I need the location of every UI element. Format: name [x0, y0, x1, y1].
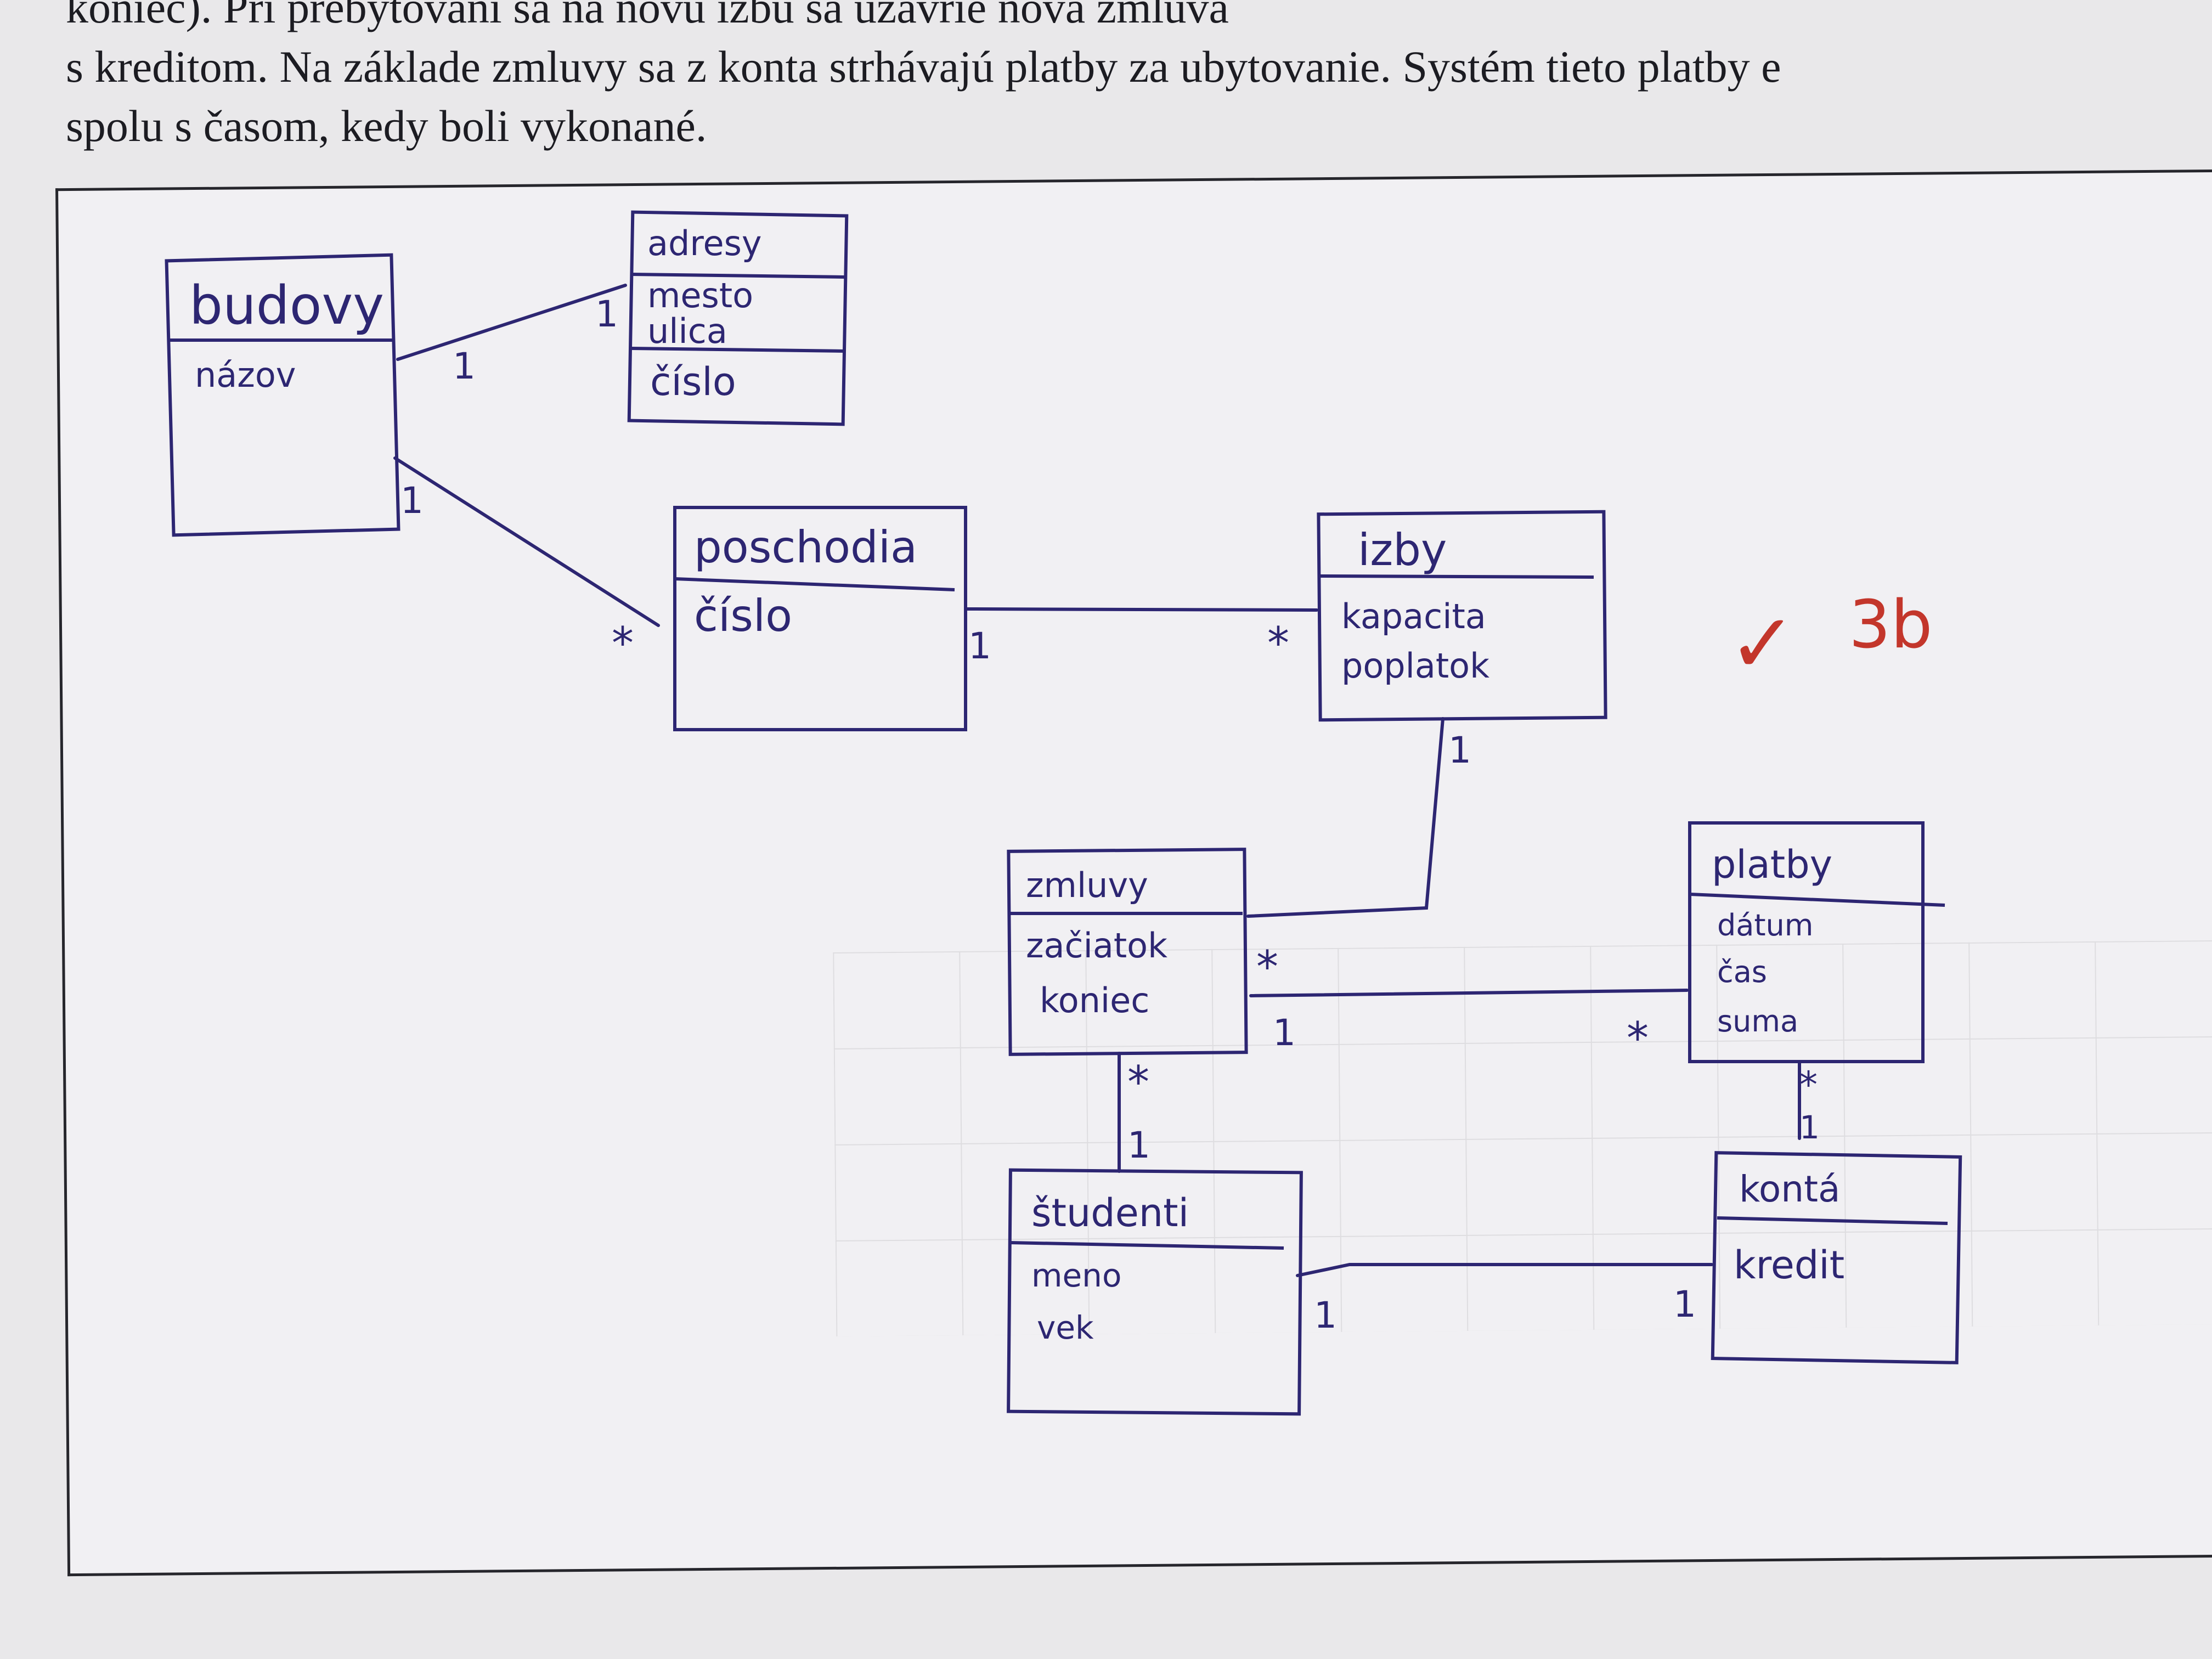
- text-line-1: koniec). Pri prebytovaní sa na novú izbu…: [66, 0, 1229, 32]
- entity-platby-name: platby: [1712, 842, 1832, 887]
- mult-studenti-konta-from: 1: [1314, 1294, 1337, 1336]
- entity-poschodia: poschodia číslo: [673, 506, 967, 731]
- entity-izby-name: izby: [1358, 524, 1447, 575]
- entity-adresy-attr-3: číslo: [650, 359, 736, 404]
- entity-studenti-attr-2: vek: [1037, 1309, 1094, 1346]
- entity-zmluvy-attr-2: koniec: [1040, 980, 1149, 1020]
- mult-platby-konta-to: 1: [1799, 1109, 1820, 1146]
- entity-konta-name: kontá: [1739, 1168, 1840, 1210]
- mult-poschodia-izby-from: 1: [968, 625, 991, 667]
- entity-budovy: budovy názov: [165, 253, 400, 537]
- mult-izby-zmluvy-from: 1: [1448, 729, 1471, 771]
- entity-studenti-name: študenti: [1031, 1190, 1189, 1235]
- mult-zmluvy-studenti-to: 1: [1127, 1124, 1150, 1166]
- entity-adresy-name: adresy: [647, 223, 762, 263]
- entity-studenti: študenti meno vek: [1007, 1168, 1303, 1416]
- mult-studenti-konta-to: 1: [1673, 1283, 1696, 1325]
- entity-zmluvy: zmluvy začiatok koniec: [1007, 848, 1248, 1056]
- edge-poschodia-izby: [964, 607, 1318, 612]
- entity-izby-attr-1: kapacita: [1341, 596, 1486, 636]
- entity-izby: izby kapacita poplatok: [1317, 510, 1607, 722]
- entity-platby-attr-3: suma: [1717, 1004, 1798, 1039]
- edge-budovy-adresy: [396, 284, 627, 361]
- entity-adresy-attr-1: mesto: [647, 275, 753, 315]
- mult-platby-konta-from: *: [1799, 1064, 1818, 1106]
- mult-zmluvy-platby-from: 1: [1273, 1012, 1296, 1054]
- entity-zmluvy-name: zmluvy: [1026, 865, 1148, 905]
- entity-konta-attr-1: kredit: [1734, 1243, 1844, 1288]
- mult-budovy-adresy-from: 1: [453, 345, 476, 387]
- mult-budovy-poschodia-to: *: [612, 618, 634, 669]
- mult-budovy-adresy-to: 1: [595, 293, 618, 335]
- entity-studenti-attr-1: meno: [1031, 1257, 1121, 1294]
- text-line-2: s kreditom. Na základe zmluvy sa z konta…: [66, 42, 1781, 92]
- entity-zmluvy-attr-1: začiatok: [1026, 926, 1167, 966]
- edge-zmluvy-platby: [1249, 989, 1689, 997]
- mult-zmluvy-platby-to: *: [1627, 1013, 1649, 1064]
- edge-studenti-konta: [1296, 1263, 1713, 1277]
- entity-konta: kontá kredit: [1711, 1151, 1962, 1364]
- grade-points: 3b: [1849, 587, 1933, 663]
- mult-izby-zmluvy-to: *: [1256, 941, 1278, 992]
- edge-izby-zmluvy: [1246, 717, 1444, 918]
- entity-poschodia-attr-1: číslo: [694, 590, 792, 641]
- edge-budovy-poschodia: [393, 456, 660, 627]
- entity-adresy: adresy mesto ulica číslo: [627, 210, 849, 426]
- entity-budovy-name: budovy: [189, 275, 384, 336]
- entity-platby-attr-1: dátum: [1717, 908, 1813, 943]
- entity-adresy-attr-2: ulica: [647, 311, 727, 351]
- assignment-text: koniec). Pri prebytovaní sa na novú izbu…: [66, 0, 2205, 156]
- entity-poschodia-name: poschodia: [694, 522, 917, 573]
- entity-platby-attr-2: čas: [1717, 955, 1767, 989]
- mult-zmluvy-studenti-from: *: [1127, 1057, 1149, 1108]
- text-line-3: spolu s časom, kedy boli vykonané.: [66, 101, 707, 151]
- mult-poschodia-izby-to: *: [1267, 618, 1289, 669]
- entity-platby: platby dátum čas suma: [1688, 821, 1945, 1063]
- entity-budovy-attr-1: názov: [195, 355, 296, 395]
- grade-check: ✓: [1728, 596, 1797, 692]
- entity-izby-attr-2: poplatok: [1341, 646, 1489, 686]
- mult-budovy-poschodia-from: 1: [400, 479, 424, 522]
